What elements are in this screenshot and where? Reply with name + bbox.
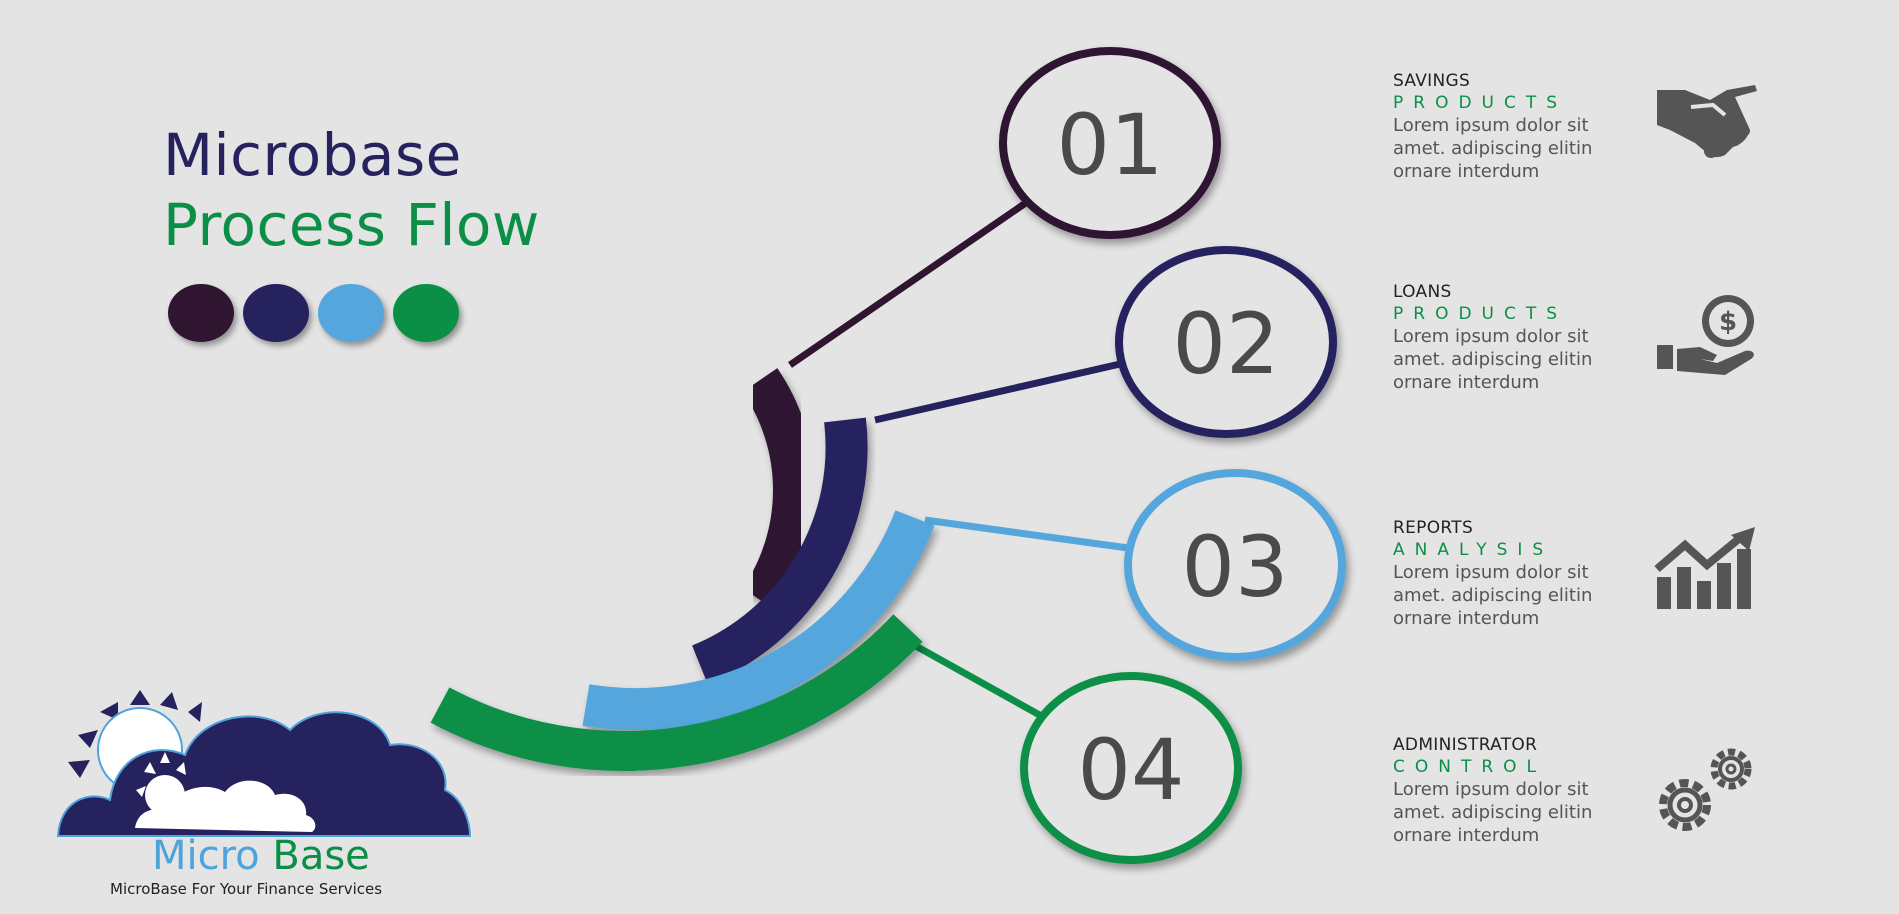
step-subtitle: CONTROL [1393,757,1547,777]
step-category: REPORTS [1393,518,1474,538]
step-number-3: 03 [1181,518,1289,616]
title-line-2: Process Flow [163,191,540,259]
arc-segment-1 [742,368,815,612]
connector-line-1 [788,197,1032,368]
step-number-2: 02 [1172,295,1280,393]
step-circle-1 [999,47,1221,239]
title-line-1: Microbase [163,121,462,189]
step-body-line: amet. adipiscing elitin [1393,349,1593,370]
connector-line-3 [924,516,1129,552]
arc-segment-4 [430,614,923,771]
step-category: LOANS [1393,282,1452,302]
logo-name-part-1: Micro [152,833,260,879]
step-subtitle: PRODUCTS [1393,304,1568,324]
handshake-icon [1657,85,1757,158]
step-body-line: Lorem ipsum dolor sit [1393,562,1589,583]
step-body: Lorem ipsum dolor sit amet. adipiscing e… [1393,778,1633,847]
logo-tagline: MicroBase For Your Finance Services [110,880,383,898]
step-panel-1: SAVINGS PRODUCTS Lorem ipsum dolor sit a… [1393,71,1633,183]
step-circle-4 [1020,672,1242,864]
connector-line-2 [874,360,1121,424]
step-category: SAVINGS [1393,71,1471,91]
step-number-1: 01 [1056,96,1164,194]
gears-icon [1659,748,1752,831]
arc-segment-3 [582,510,935,731]
money-hand-icon: $ [1657,295,1754,375]
step-circle-2 [1115,246,1337,438]
step-body-line: ornare interdum [1393,825,1540,846]
color-dot-3 [318,284,384,342]
step-subtitle: ANALYSIS [1393,540,1554,560]
step-body-line: ornare interdum [1393,372,1540,393]
growth-chart-icon [1654,527,1755,609]
step-category: ADMINISTRATOR [1393,735,1538,755]
step-body-line: ornare interdum [1393,161,1540,182]
step-body-line: Lorem ipsum dolor sit [1393,779,1589,800]
step-body-line: amet. adipiscing elitin [1393,802,1593,823]
color-dot-2 [243,284,309,342]
step-subtitle: PRODUCTS [1393,93,1568,113]
step-body-line: amet. adipiscing elitin [1393,585,1593,606]
logo-name-part-2: Base [272,833,370,879]
step-body: Lorem ipsum dolor sit amet. adipiscing e… [1393,561,1633,630]
step-body-line: Lorem ipsum dolor sit [1393,326,1589,347]
sun-cloud-logo-icon [56,690,472,837]
arc-segment-2 [691,417,868,685]
step-number-4: 04 [1077,721,1185,819]
step-panel-2: LOANS PRODUCTS Lorem ipsum dolor sit ame… [1393,282,1633,394]
step-panel-3: REPORTS ANALYSIS Lorem ipsum dolor sit a… [1393,518,1633,630]
step-circle-3 [1124,469,1346,661]
connector-line-4 [903,636,1047,722]
color-dot-1 [168,284,234,342]
step-body-line: amet. adipiscing elitin [1393,138,1593,159]
step-body-line: ornare interdum [1393,608,1540,629]
step-panel-4: ADMINISTRATOR CONTROL Lorem ipsum dolor … [1393,735,1633,847]
step-body-line: Lorem ipsum dolor sit [1393,115,1589,136]
svg-text:$: $ [1719,307,1737,337]
logo-name: Micro Base [152,836,370,876]
step-body: Lorem ipsum dolor sit amet. adipiscing e… [1393,325,1633,394]
color-dot-4 [393,284,459,342]
step-body: Lorem ipsum dolor sit amet. adipiscing e… [1393,114,1633,183]
